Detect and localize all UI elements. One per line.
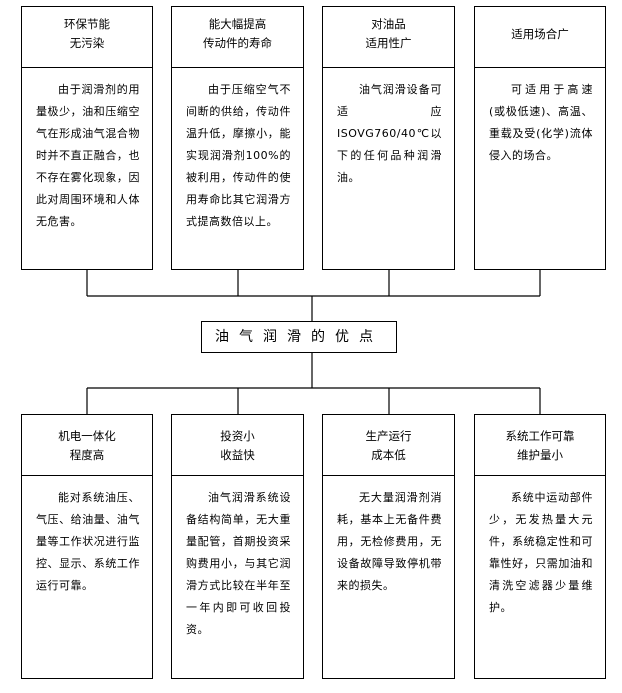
bottom-box-4-body: 系统中运动部件少，无发热量大元件，系统稳定性和可靠性好，只需加油和清洗空滤器少量… xyxy=(489,491,593,614)
top-box-1: 环保节能 无污染 由于润滑剂的用量极少，油和压缩空气在形成油气混合物时并不直正融… xyxy=(21,6,153,270)
top-box-2-title-line-1: 能大幅提高 xyxy=(208,17,267,31)
bottom-box-1: 机电一体化 程度高 能对系统油压、气压、给油量、油气量等工作状况进行监控、显示、… xyxy=(21,414,153,679)
bottom-box-2-title: 投资小 收益快 xyxy=(172,427,303,465)
top-box-1-title-line-2: 无污染 xyxy=(69,36,105,50)
bottom-box-2-title-line-1: 投资小 xyxy=(220,429,255,443)
top-box-2-title: 能大幅提高 传动件的寿命 xyxy=(172,15,303,53)
bottom-box-2-title-line-2: 收益快 xyxy=(220,448,255,462)
top-box-2-divider xyxy=(172,67,303,68)
top-box-2-title-line-2: 传动件的寿命 xyxy=(203,36,272,50)
bottom-box-4-title-line-1: 系统工作可靠 xyxy=(505,429,575,443)
bottom-box-3-title: 生产运行 成本低 xyxy=(323,427,454,465)
top-box-1-divider xyxy=(22,67,152,68)
bottom-box-4-title: 系统工作可靠 维护量小 xyxy=(475,427,605,465)
top-box-4: 适用场合广 可适用于高速(或极低速)、高温、重载及受(化学)流体侵入的场合。 xyxy=(474,6,606,270)
bottom-box-4-divider xyxy=(475,475,605,476)
bottom-box-3: 生产运行 成本低 无大量润滑剂消耗，基本上无备件费用，无检修费用，无设备故障导致… xyxy=(322,414,455,679)
bottom-box-4: 系统工作可靠 维护量小 系统中运动部件少，无发热量大元件，系统稳定性和可靠性好，… xyxy=(474,414,606,679)
center-title: 油气润滑的优点 xyxy=(215,329,383,345)
top-box-4-title: 适用场合广 xyxy=(475,25,605,44)
bottom-box-2-divider xyxy=(172,475,303,476)
top-box-4-body: 可适用于高速(或极低速)、高温、重载及受(化学)流体侵入的场合。 xyxy=(489,83,593,162)
bottom-box-2-body: 油气润滑系统设备结构简单，无大重量配管，首期投资采购费用小，与其它润滑方式比较在… xyxy=(186,491,291,636)
top-box-3-title-line-2: 适用性广 xyxy=(365,36,412,50)
top-box-1-title: 环保节能 无污染 xyxy=(22,15,152,53)
bottom-box-1-divider xyxy=(22,475,152,476)
top-box-3: 对油品 适用性广 油气润滑设备可适应ISOVG760/40℃以下的任何品种润滑油… xyxy=(322,6,455,270)
bottom-box-1-title: 机电一体化 程度高 xyxy=(22,427,152,465)
top-box-3-body: 油气润滑设备可适应ISOVG760/40℃以下的任何品种润滑油。 xyxy=(337,83,442,184)
top-box-1-title-line-1: 环保节能 xyxy=(64,17,110,31)
top-box-2: 能大幅提高 传动件的寿命 由于压缩空气不间断的供给，传动件温升低，摩擦小，能实现… xyxy=(171,6,304,270)
bottom-box-1-title-line-1: 机电一体化 xyxy=(58,429,116,443)
center-title-box: 油气润滑的优点 xyxy=(201,321,397,353)
bottom-box-3-title-line-1: 生产运行 xyxy=(365,429,412,443)
bottom-box-1-body: 能对系统油压、气压、给油量、油气量等工作状况进行监控、显示、系统工作运行可靠。 xyxy=(36,491,140,592)
bottom-box-2: 投资小 收益快 油气润滑系统设备结构简单，无大重量配管，首期投资采购费用小，与其… xyxy=(171,414,304,679)
top-box-1-body: 由于润滑剂的用量极少，油和压缩空气在形成油气混合物时并不直正融合，也不存在雾化现… xyxy=(36,83,140,228)
top-box-4-title-line-1: 适用场合广 xyxy=(511,27,569,41)
bottom-box-3-body: 无大量润滑剂消耗，基本上无备件费用，无检修费用，无设备故障导致停机带来的损失。 xyxy=(337,491,442,592)
top-box-3-title-line-1: 对油品 xyxy=(371,17,406,31)
top-box-3-title: 对油品 适用性广 xyxy=(323,15,454,53)
top-box-4-divider xyxy=(475,67,605,68)
bottom-box-3-divider xyxy=(323,475,454,476)
bottom-box-3-title-line-2: 成本低 xyxy=(371,448,406,462)
bottom-box-1-title-line-2: 程度高 xyxy=(69,448,105,462)
top-box-2-body: 由于压缩空气不间断的供给，传动件温升低，摩擦小，能实现润滑剂100%的被利用，传… xyxy=(186,83,291,228)
bottom-box-4-title-line-2: 维护量小 xyxy=(517,448,563,462)
top-box-3-divider xyxy=(323,67,454,68)
